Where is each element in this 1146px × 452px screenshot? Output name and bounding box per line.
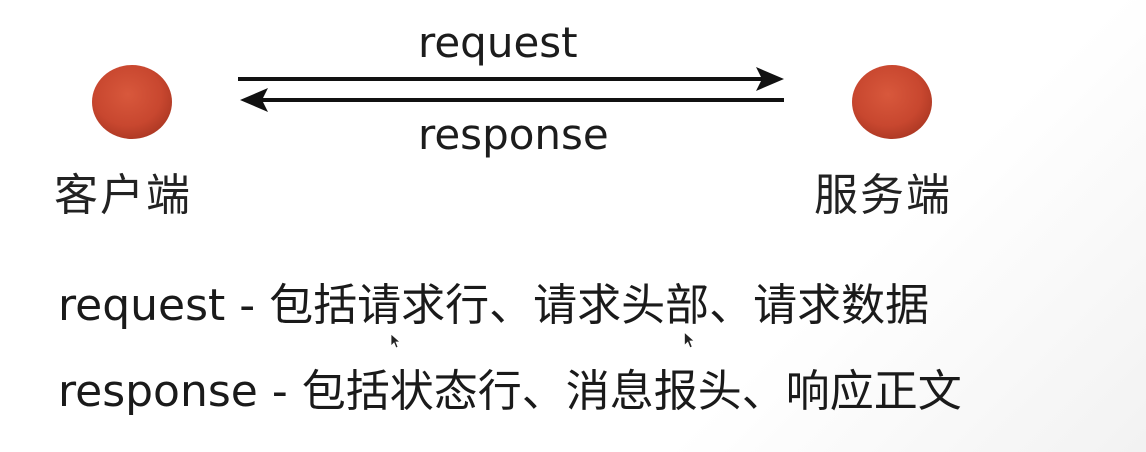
client-node: [92, 65, 172, 139]
response-label: response: [418, 110, 609, 159]
request-arrow: [238, 67, 784, 91]
request-label: request: [418, 18, 578, 67]
server-node: [852, 65, 932, 139]
response-arrow: [240, 88, 784, 112]
mouse-cursor-icon: [683, 331, 696, 349]
mouse-cursor-icon: [390, 333, 402, 349]
client-label: 客户端: [54, 170, 192, 221]
server-label: 服务端: [814, 170, 952, 221]
request-description: request - 包括请求行、请求头部、请求数据: [58, 280, 930, 331]
response-description: response - 包括状态行、消息报头、响应正文: [58, 366, 962, 417]
